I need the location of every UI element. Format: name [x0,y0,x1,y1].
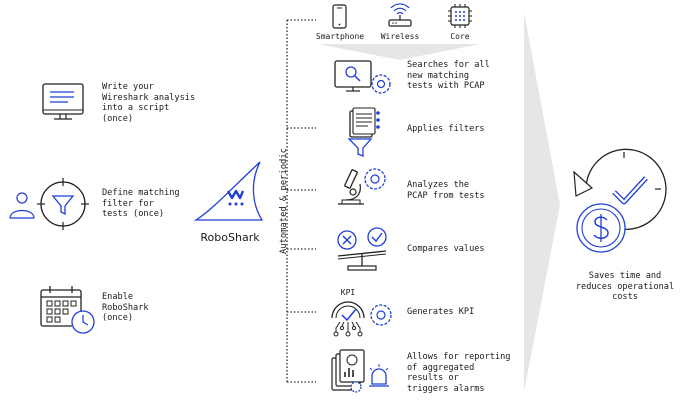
pipeline-step-analyze: Analyzes the PCAP from tests [334,166,524,212]
top-funnel-arrow [318,44,480,60]
pipeline-step-text: Applies filters [407,124,485,134]
pipeline-step-text: Allows for reporting of aggregated resul… [407,352,511,394]
core-chip-icon [448,4,472,28]
pipeline-step-kpi: KPI Generates KPI [328,286,524,340]
pipeline-step-compare: Compares values [334,226,524,272]
setup-step-define-filter: Define matching filter for tests (once) [6,176,206,232]
document-filter-icon [347,107,380,157]
wireless-router-icon [388,3,412,27]
big-right-arrow [524,12,560,392]
setup-step-write-script: Write your Wireshark analysis into a scr… [38,80,238,124]
pipeline-step-text: Generates KPI [407,307,475,317]
shark-fin-logo-icon [193,161,264,221]
kpi-gauge-gear-icon [331,301,392,337]
outcome-text: Saves time and reduces operational costs [575,271,675,303]
setup-step-text: Write your Wireshark analysis into a scr… [102,82,196,124]
wireless-label: Wireless [380,32,420,41]
wireless-device: Wireless [378,2,422,42]
compare-values-icon [337,227,387,271]
smartphone-icon [332,4,347,29]
pipeline-step-search: Searches for all new matching tests with… [332,58,522,98]
pipeline-step-report: Allows for reporting of aggregated resul… [330,348,530,398]
smartphone-label: Smartphone [315,32,365,41]
pipeline-step-text: Compares values [407,244,485,254]
cost-savings-icon [573,148,667,253]
calendar-clock-icon [40,286,95,334]
smartphone-device: Smartphone [316,2,364,42]
setup-step-text: Define matching filter for tests (once) [102,188,180,220]
setup-step-enable: Enable RoboShark (once) [38,284,238,336]
monitor-icon [42,83,84,120]
core-device: Core [438,2,482,42]
pipeline-step-text: Analyzes the PCAP from tests [407,180,485,201]
pipeline-step-text: Searches for all new matching tests with… [407,60,490,92]
core-label: Core [450,32,470,41]
periodic-label: Automated & periodic [279,148,289,254]
user-filter-target-icon [9,178,89,230]
report-alarm-icon [331,349,389,393]
kpi-badge: KPI [340,288,356,297]
setup-step-text: Enable RoboShark (once) [102,292,149,324]
microscope-gear-icon [338,168,386,205]
periodic-bracket [286,19,316,383]
brand-name: RoboShark [200,231,260,244]
pipeline-step-filter: Applies filters [340,107,520,158]
search-monitor-gear-icon [334,60,391,94]
outcome: Saves time and reduces operational costs [566,148,686,304]
roboshark-brand: RoboShark [192,158,272,248]
